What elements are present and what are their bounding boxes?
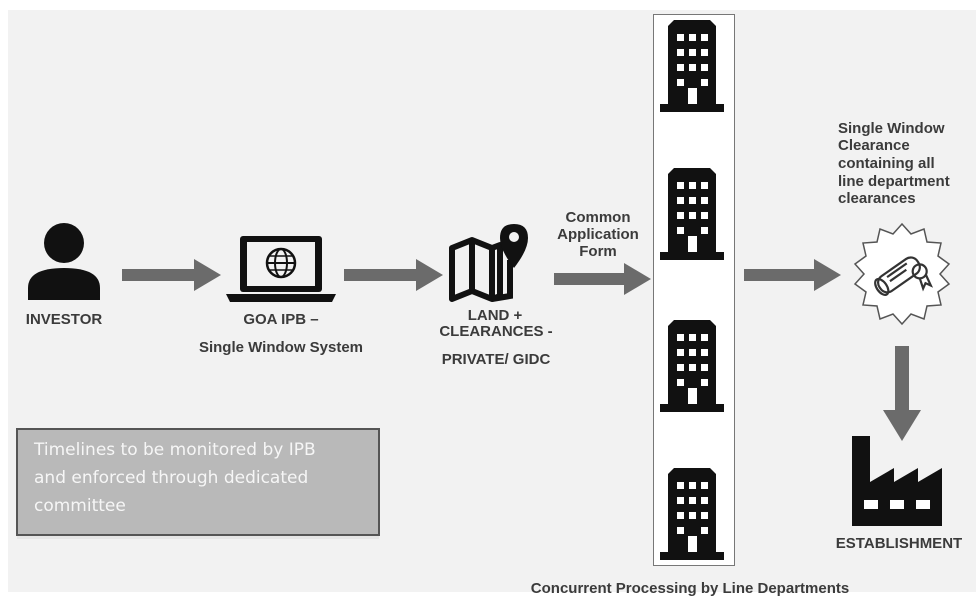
swc-label-line2: Clearance <box>838 137 910 154</box>
swc-label-line5: clearances <box>838 190 916 207</box>
investor-label: INVESTOR <box>25 311 103 328</box>
user-icon <box>28 223 100 300</box>
establishment-label: ESTABLISHMENT <box>835 535 963 552</box>
caf-label-line2: Application <box>557 226 639 243</box>
flow-arrow <box>122 259 221 291</box>
laptop-globe-icon <box>226 236 336 302</box>
swc-label-line1: Single Window <box>838 120 945 137</box>
factory-icon <box>852 436 942 526</box>
caf-label-line1: Common <box>565 209 631 226</box>
building-icon <box>660 168 724 260</box>
note-line: and enforced through dedicated <box>34 468 309 488</box>
swc-label-line3: containing all <box>838 155 935 172</box>
flow-arrow <box>344 259 443 291</box>
certificate-seal-icon <box>853 222 951 326</box>
note-line: committee <box>34 496 126 516</box>
flow-arrow-down <box>883 346 921 441</box>
ipb-label-line2: Single Window System <box>198 339 364 356</box>
note-line: Timelines to be monitored by IPB <box>34 440 316 460</box>
concurrent-processing-label: Concurrent Processing by Line Department… <box>530 580 850 597</box>
land-label-line2: CLEARANCES - <box>439 323 553 340</box>
ipb-label-line1: GOA IPB – <box>243 311 319 328</box>
building-icon <box>660 20 724 112</box>
swc-label-line4: line department <box>838 173 950 190</box>
building-icon <box>660 468 724 560</box>
flow-arrow <box>554 263 651 295</box>
caf-label-line3: Form <box>579 243 617 260</box>
flow-arrow <box>744 259 841 291</box>
map-pin-icon <box>449 224 528 302</box>
land-label-line1: LAND + <box>467 307 523 324</box>
building-icon <box>660 320 724 412</box>
timeline-note-box: Timelines to be monitored by IPB and enf… <box>16 428 380 536</box>
land-label-line3: PRIVATE/ GIDC <box>441 351 551 368</box>
